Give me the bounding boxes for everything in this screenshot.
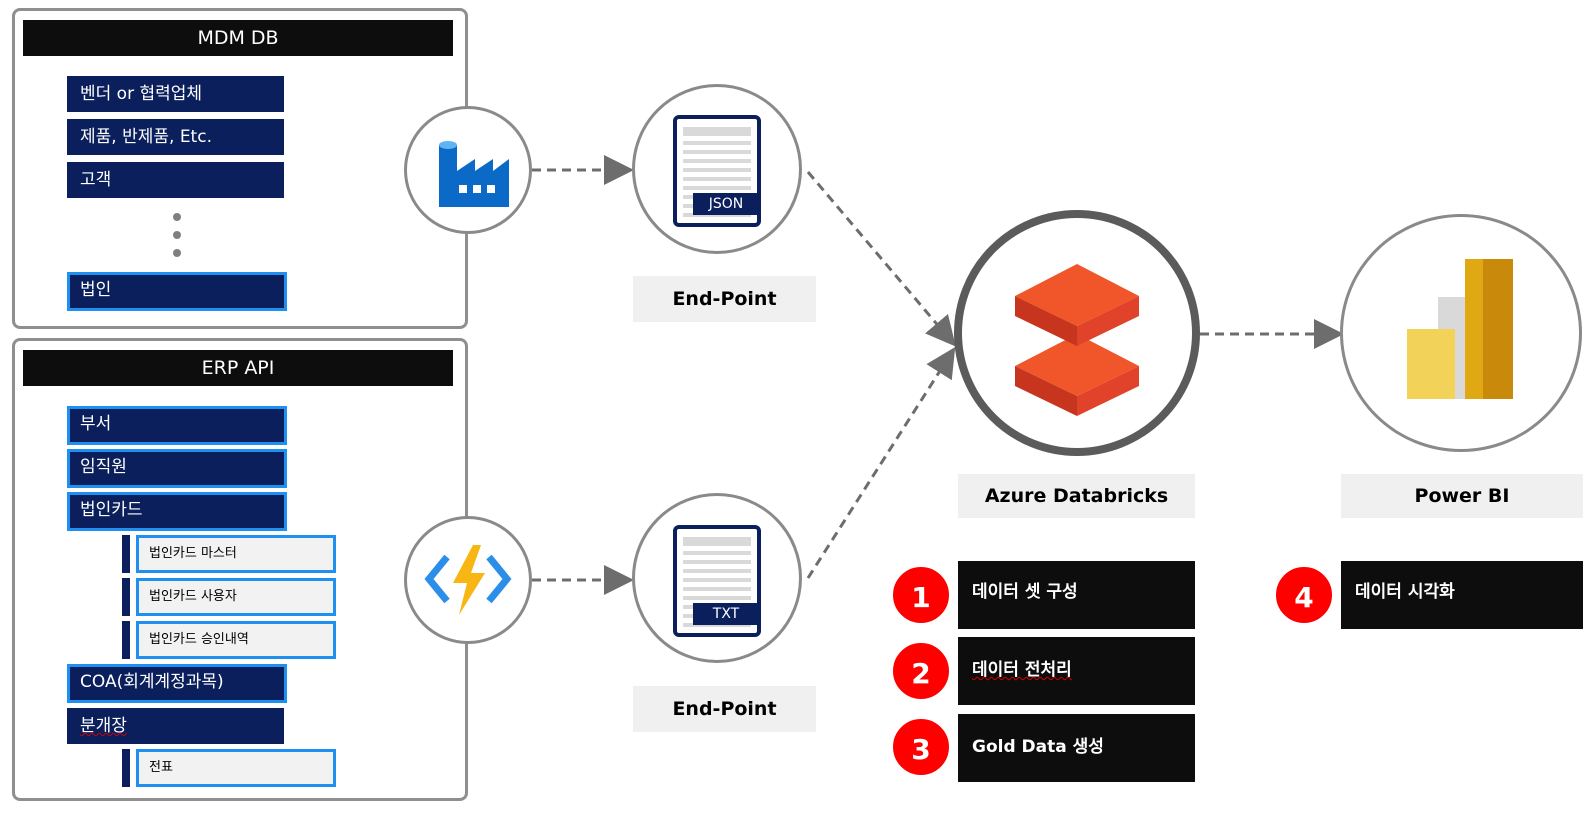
erp-item-department[interactable]: 부서 bbox=[67, 406, 287, 445]
powerbi-label: Power BI bbox=[1341, 474, 1583, 518]
step-1-badge: 1 bbox=[890, 564, 952, 626]
step-4-box: 데이터 시각화 bbox=[1341, 561, 1583, 629]
txt-document-icon: TXT bbox=[673, 525, 761, 637]
databricks-node[interactable] bbox=[954, 210, 1200, 456]
step-2-badge: 2 bbox=[890, 640, 952, 702]
card-sub-approval[interactable]: 법인카드 승인내역 bbox=[122, 621, 336, 659]
json-document-icon: JSON bbox=[673, 115, 761, 227]
flow-arrows bbox=[532, 155, 1344, 595]
power-bi-icon bbox=[1407, 259, 1513, 399]
endpoint-label-2: End-Point bbox=[633, 686, 816, 732]
journal-sub-voucher[interactable]: 전표 bbox=[122, 749, 336, 787]
mdm-item-product[interactable]: 제품, 반제품, Etc. bbox=[67, 119, 284, 155]
card-sub-master-label: 법인카드 마스터 bbox=[136, 535, 336, 573]
erp-item-journal-label: 분개장 bbox=[80, 716, 127, 736]
databricks-label: Azure Databricks bbox=[958, 474, 1195, 518]
azure-function-node[interactable] bbox=[404, 516, 532, 644]
card-sub-approval-label: 법인카드 승인내역 bbox=[136, 621, 336, 659]
step-2-text: 데이터 전처리 bbox=[972, 660, 1072, 680]
endpoint-label-1: End-Point bbox=[633, 276, 816, 322]
mdm-item-vendor[interactable]: 벤더 or 협력업체 bbox=[67, 76, 284, 112]
mdm-item-customer[interactable]: 고객 bbox=[67, 162, 284, 198]
databricks-icon bbox=[1015, 264, 1139, 416]
ellipsis-dots bbox=[173, 213, 181, 267]
sub-marker bbox=[122, 578, 130, 616]
card-sub-master[interactable]: 법인카드 마스터 bbox=[122, 535, 336, 573]
sub-marker bbox=[122, 749, 130, 787]
step-3-box: Gold Data 생성 bbox=[958, 714, 1195, 782]
powerbi-node[interactable] bbox=[1340, 214, 1582, 452]
json-doc-tag: JSON bbox=[693, 193, 759, 215]
journal-sub-voucher-label: 전표 bbox=[136, 749, 336, 787]
sub-marker bbox=[122, 621, 130, 659]
mdm-db-title: MDM DB bbox=[23, 20, 453, 56]
card-sub-user[interactable]: 법인카드 사용자 bbox=[122, 578, 336, 616]
step-2-box: 데이터 전처리 bbox=[958, 637, 1195, 705]
data-factory-icon bbox=[439, 141, 509, 207]
erp-item-coa[interactable]: COA(회계계정과목) bbox=[67, 664, 287, 703]
azure-function-icon bbox=[424, 545, 512, 615]
mdm-item-corporation[interactable]: 법인 bbox=[67, 272, 287, 311]
data-factory-node[interactable] bbox=[404, 106, 532, 234]
step-1-box: 데이터 셋 구성 bbox=[958, 561, 1195, 629]
step-3-badge: 3 bbox=[890, 716, 952, 778]
step-4-badge: 4 bbox=[1273, 564, 1335, 626]
sub-marker bbox=[122, 535, 130, 573]
erp-item-journal[interactable]: 분개장 bbox=[67, 708, 284, 744]
card-sub-user-label: 법인카드 사용자 bbox=[136, 578, 336, 616]
erp-item-employee[interactable]: 임직원 bbox=[67, 449, 287, 488]
erp-api-title: ERP API bbox=[23, 350, 453, 386]
txt-doc-tag: TXT bbox=[693, 603, 759, 625]
erp-item-corporate-card[interactable]: 법인카드 bbox=[67, 492, 287, 531]
